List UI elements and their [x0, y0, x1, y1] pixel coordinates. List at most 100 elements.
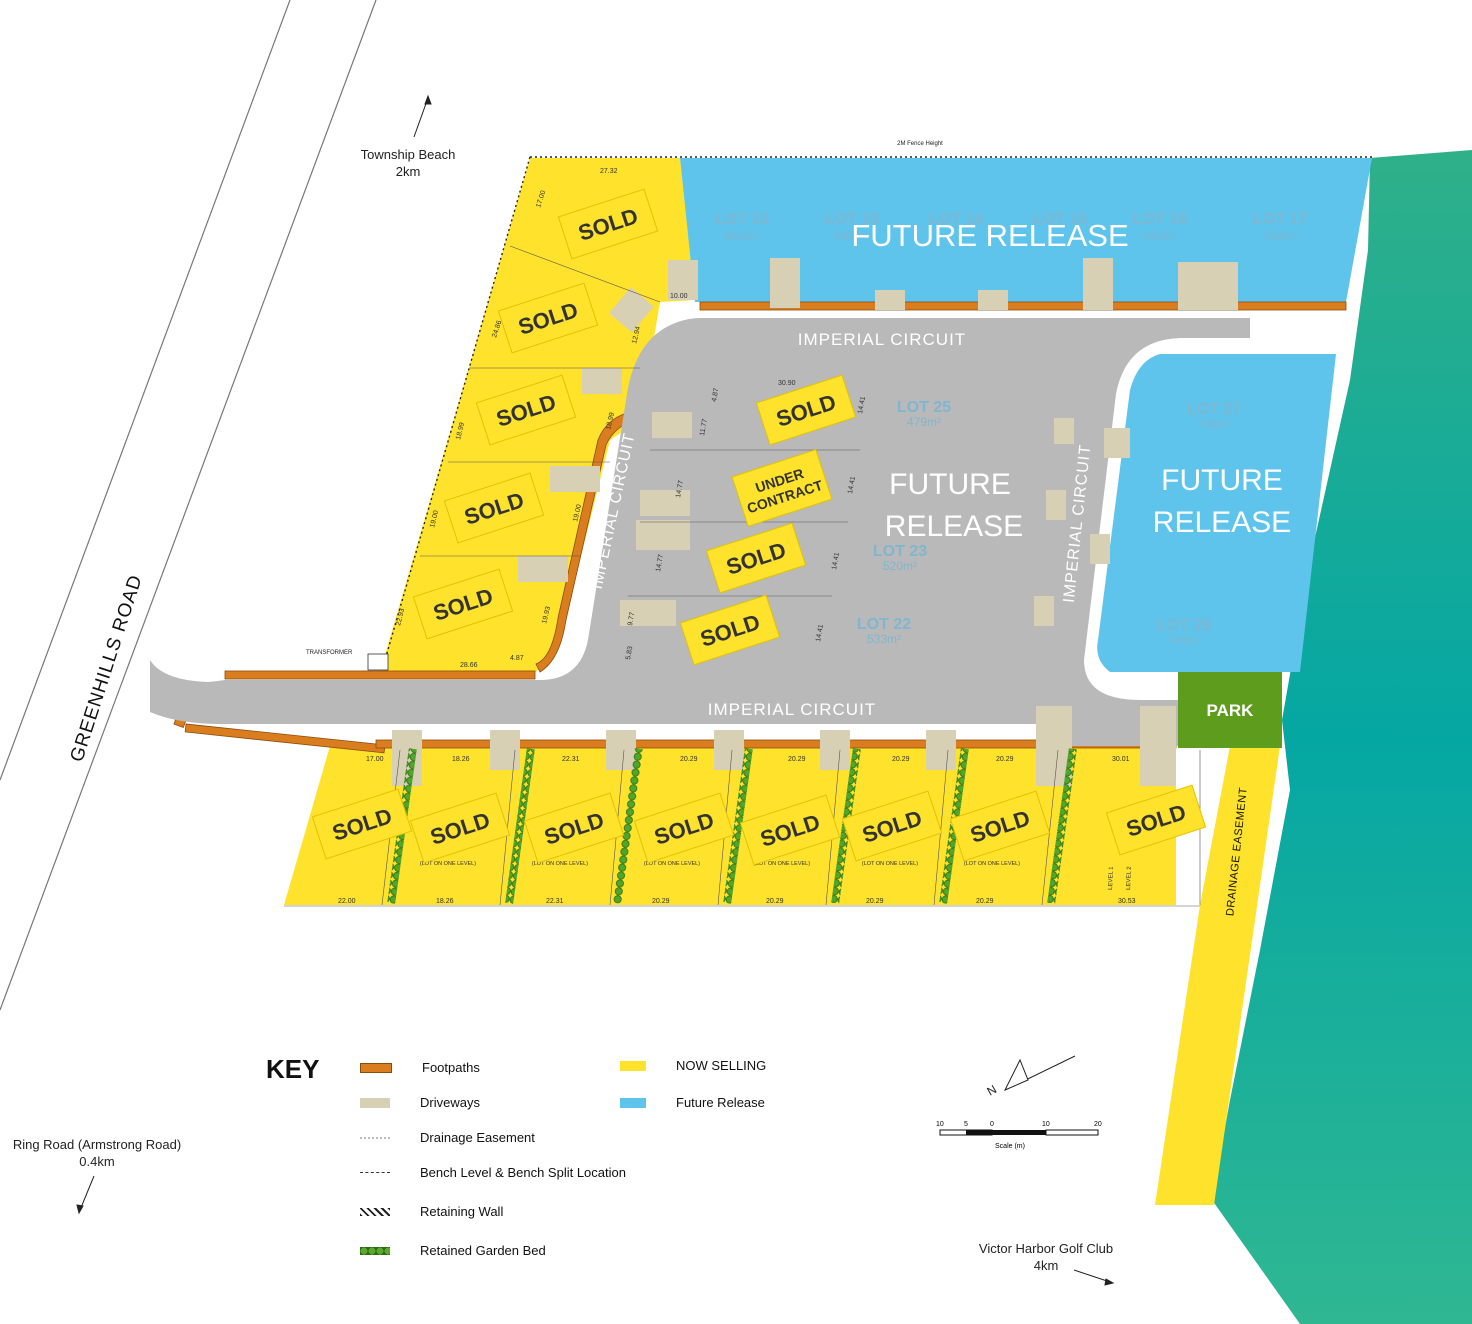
lot-level-notes: (LOT ON ONE LEVEL) (LOT ON ONE LEVEL) (L…	[420, 861, 1020, 867]
key-item-retaining-wall: Retaining Wall	[360, 1204, 503, 1219]
lot-27-label: LOT 27	[1187, 401, 1241, 418]
township-beach-label: Township Beach 2km	[348, 146, 468, 180]
dim-11: 19.93	[541, 606, 552, 625]
now-selling-swatch-icon	[620, 1060, 646, 1071]
lot-22-area: 533m²	[867, 632, 901, 646]
dim-6: 18.99	[455, 422, 466, 441]
footpaths	[173, 301, 1347, 754]
footpath-swatch-icon	[360, 1062, 392, 1073]
boundary-fence	[384, 156, 1372, 661]
lot-13-area: 546m²	[835, 229, 869, 243]
key-item-now-selling: NOW SELLING	[620, 1058, 766, 1073]
dim-s-3: 22.31	[562, 756, 580, 763]
transformer: TRANSFORMER	[306, 650, 389, 671]
level-note-3: (LOT ON ONE LEVEL)	[644, 861, 700, 867]
park-label: PARK	[1207, 701, 1255, 720]
scale-tick-3: 0	[990, 1121, 994, 1128]
driveways	[392, 258, 1238, 786]
dim-inner-7: 5.83	[625, 646, 634, 661]
level-note-5: (LOT ON ONE LEVEL)	[862, 861, 918, 867]
future-release-swatch-icon	[620, 1097, 646, 1108]
dim-inner-6: 9.77	[627, 612, 636, 627]
lot-29-label: LOT 29	[1157, 617, 1211, 634]
under-contract-stamp: UNDER CONTRACT	[731, 449, 833, 527]
future-lot-labels-middle: LOT 25 479m² LOT 23 520m² LOT 22 533m²	[857, 399, 951, 646]
imperial-circuit-top-label: IMPERIAL CIRCUIT	[798, 330, 966, 349]
level-note-6: (LOT ON ONE LEVEL)	[964, 861, 1020, 867]
dim-inner-3: 11.77	[699, 418, 709, 436]
township-beach-name: Township Beach	[360, 147, 456, 162]
golf-club-label: Victor Harbor Golf Club 4km	[960, 1240, 1132, 1274]
dim-inner-1: 30.90	[778, 380, 796, 387]
key-item-label: Drainage Easement	[420, 1130, 535, 1145]
future-lot-areas-north: 551m² 546m² 490m² 762m²	[725, 229, 1297, 243]
level-note-2: (LOT ON ONE LEVEL)	[532, 861, 588, 867]
scale-tick-1: 10	[936, 1121, 944, 1128]
dim-9: 19.00	[572, 504, 583, 523]
future-release-east-label-1: FUTURE	[1161, 464, 1283, 497]
map-key: KEY Footpaths Driveways Drainage Easemen…	[250, 1048, 810, 1278]
future-release-middle-label-2: RELEASE	[885, 510, 1023, 543]
future-release-east	[1097, 354, 1336, 672]
lot-22-label: LOT 22	[857, 616, 911, 633]
north-arrow-icon: N	[985, 1055, 1076, 1099]
direction-arrows	[76, 94, 1115, 1286]
dim-inner-2: 4.87	[711, 388, 720, 403]
dim-sb-3: 22.31	[546, 898, 564, 905]
key-item-label: Retained Garden Bed	[420, 1243, 546, 1258]
driveway-swatch-icon	[360, 1097, 390, 1108]
dim-sb-6: 20.29	[866, 898, 884, 905]
lot-23-label: LOT 23	[873, 543, 927, 560]
key-item-drainage: Drainage Easement	[360, 1130, 535, 1145]
dim-5: 12.94	[631, 326, 642, 345]
scale-label: Scale (m)	[995, 1143, 1025, 1150]
lot-29-area: 744m²	[1167, 633, 1201, 647]
dim-sb-4: 20.29	[652, 898, 670, 905]
future-release-east-label-2: RELEASE	[1153, 506, 1291, 539]
level-note-4: (LOT ON ONE LEVEL)	[754, 861, 810, 867]
lot-13-label: LOT 13	[825, 211, 879, 228]
dim-inner-9: 14.41	[847, 476, 857, 495]
dim-sb-2: 18.26	[436, 898, 454, 905]
key-item-label: Retaining Wall	[420, 1204, 504, 1219]
retaining-wall-swatch-icon	[360, 1207, 390, 1216]
imperial-circuit-bottom-label: IMPERIAL CIRCUIT	[708, 700, 876, 719]
dim-inner-8: 14.41	[857, 396, 867, 415]
bench-swatch-icon	[360, 1172, 390, 1173]
level-note-1: (LOT ON ONE LEVEL)	[420, 861, 476, 867]
key-item-bench: Bench Level & Bench Split Location	[360, 1165, 626, 1180]
lot-25-label: LOT 25	[897, 399, 951, 416]
future-lot-labels-north: LOT 12 LOT 13 LOT 14 LOT 15 LOT 16 LOT 1…	[715, 211, 1307, 228]
lot-23-area: 520m²	[883, 559, 917, 573]
lot-16-label: LOT 16	[1133, 211, 1187, 228]
dim-1: 27.32	[600, 168, 618, 175]
dim-s-4: 20.29	[680, 756, 698, 763]
dim-inner-10: 14.41	[831, 552, 841, 571]
lot-25-area: 479m²	[907, 415, 941, 429]
dim-3: 10.00	[670, 293, 688, 300]
dim-8: 19.00	[429, 510, 440, 529]
ring-road-label: Ring Road (Armstrong Road) 0.4km	[4, 1136, 190, 1170]
township-beach-distance: 2km	[395, 164, 421, 179]
dim-7: 18.99	[605, 412, 616, 431]
lot-17-label: LOT 17	[1253, 211, 1307, 228]
lot-14-label: LOT 14	[929, 211, 983, 228]
dim-s-2: 18.26	[452, 756, 470, 763]
key-item-future-release: Future Release	[620, 1095, 765, 1110]
lot-15-label: LOT 15	[1033, 211, 1087, 228]
scale-tick-2: 5	[964, 1121, 968, 1128]
dimensions-inner: 30.90 4.87 11.77 14.77 14.77 9.77 5.83 1…	[625, 380, 867, 660]
sold-stamp-bg	[557, 188, 659, 260]
dim-12: 28.66	[460, 662, 478, 669]
dim-s-1: 17.00	[366, 756, 384, 763]
level-2-label: LEVEL 2	[1126, 866, 1133, 890]
future-lot-labels-east: LOT 27 744m² LOT 29 744m²	[1157, 401, 1241, 647]
dim-inner-11: 14.41	[815, 624, 825, 643]
north-label: N	[985, 1082, 1000, 1098]
dim-sb-1: 22.00	[338, 898, 356, 905]
key-item-label: Bench Level & Bench Split Location	[420, 1165, 626, 1180]
lot-12-area: 551m²	[725, 229, 759, 243]
key-item-label: Future Release	[676, 1095, 765, 1110]
dim-sb-8: 30.53	[1118, 898, 1136, 905]
